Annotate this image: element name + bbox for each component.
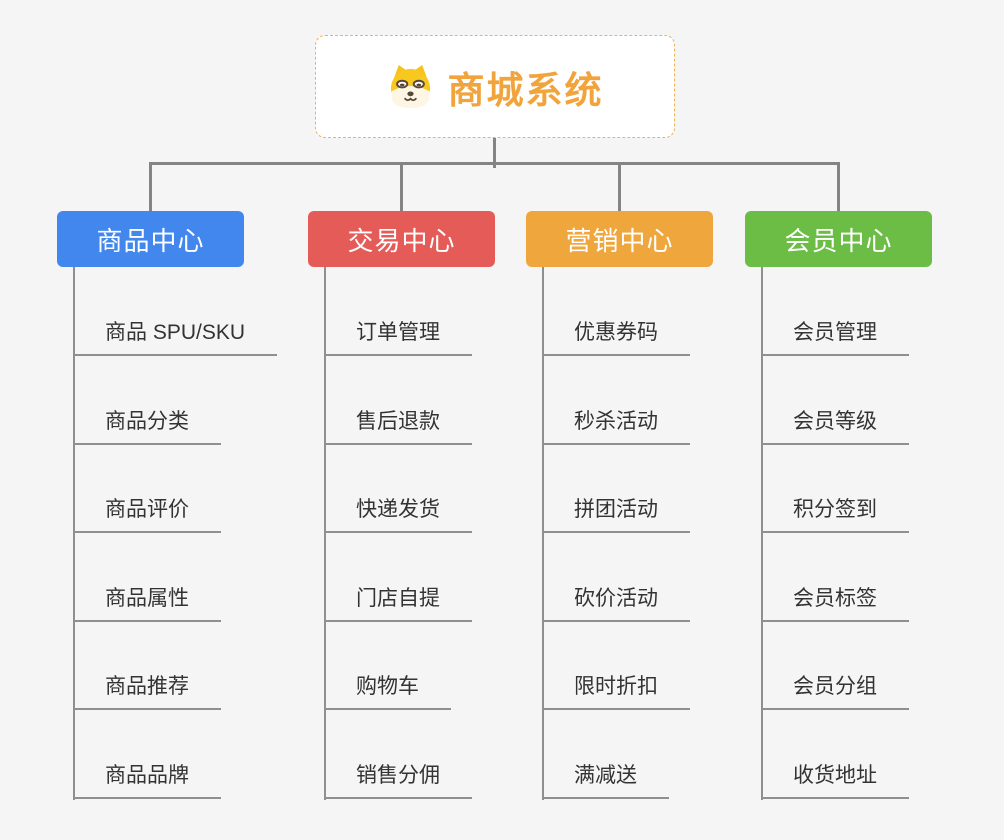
- leaf-topic-store-pickup[interactable]: 门店自提: [324, 584, 472, 622]
- branch-trunk-line: [542, 267, 544, 800]
- leaf-topic-flash-sale[interactable]: 秒杀活动: [542, 407, 690, 445]
- leaf-topic-member-level[interactable]: 会员等级: [761, 407, 909, 445]
- leaf-topic-member-groups[interactable]: 会员分组: [761, 672, 909, 710]
- leaf-topic-shipping-address[interactable]: 收货地址: [761, 761, 909, 799]
- branch-marketing-center: 营销中心 优惠券码 秒杀活动 拼团活动 砍价活动 限时折扣 满减送: [526, 211, 716, 840]
- branch-trunk-line: [761, 267, 763, 800]
- connector-drop-product: [149, 162, 152, 211]
- branch-product-center: 商品中心 商品 SPU/SKU 商品分类 商品评价 商品属性 商品推荐 商品品牌: [57, 211, 278, 840]
- leaf-topic-coupon-code[interactable]: 优惠券码: [542, 318, 690, 356]
- leaf-topic-spend-and-save[interactable]: 满减送: [542, 761, 669, 799]
- connector-drop-member: [837, 162, 840, 211]
- connector-drop-trade: [400, 162, 403, 211]
- branch-header-member-center[interactable]: 会员中心: [745, 211, 932, 267]
- leaf-topic-shopping-cart[interactable]: 购物车: [324, 672, 451, 710]
- leaf-topic-limited-time-discount[interactable]: 限时折扣: [542, 672, 690, 710]
- branch-header-trade-center[interactable]: 交易中心: [308, 211, 495, 267]
- leaf-topic-product-category[interactable]: 商品分类: [73, 407, 221, 445]
- leaf-topic-product-spu-sku[interactable]: 商品 SPU/SKU: [73, 318, 278, 356]
- leaf-topic-express-delivery[interactable]: 快递发货: [324, 495, 472, 533]
- branch-member-center: 会员中心 会员管理 会员等级 积分签到 会员标签 会员分组 收货地址: [745, 211, 935, 840]
- leaf-topic-sales-commission[interactable]: 销售分佣: [324, 761, 472, 799]
- branch-header-marketing-center[interactable]: 营销中心: [526, 211, 713, 267]
- leaf-topic-member-tags[interactable]: 会员标签: [761, 584, 909, 622]
- leaf-topic-order-management[interactable]: 订单管理: [324, 318, 472, 356]
- connector-horizontal-spine: [149, 162, 840, 165]
- leaf-topic-product-review[interactable]: 商品评价: [73, 495, 221, 533]
- root-topic-title: 商城系统: [447, 69, 604, 111]
- branch-trunk-line: [324, 267, 326, 800]
- branch-trade-center: 交易中心 订单管理 售后退款 快递发货 门店自提 购物车 销售分佣: [308, 211, 498, 840]
- leaf-topic-group-buy[interactable]: 拼团活动: [542, 495, 690, 533]
- leaf-topic-product-recommend[interactable]: 商品推荐: [73, 672, 221, 710]
- leaf-topic-points-checkin[interactable]: 积分签到: [761, 495, 909, 533]
- connector-root-stub: [493, 138, 496, 168]
- leaf-topic-member-management[interactable]: 会员管理: [761, 318, 909, 356]
- leaf-topic-after-sale-refund[interactable]: 售后退款: [324, 407, 472, 445]
- branch-trunk-line: [73, 267, 75, 800]
- leaf-topic-product-attribute[interactable]: 商品属性: [73, 584, 221, 622]
- shiba-dog-icon: [390, 64, 430, 109]
- connector-drop-marketing: [618, 162, 621, 211]
- root-topic[interactable]: 商城系统: [315, 35, 675, 138]
- leaf-topic-bargain-activity[interactable]: 砍价活动: [542, 584, 690, 622]
- leaf-topic-product-brand[interactable]: 商品品牌: [73, 761, 221, 799]
- branch-header-product-center[interactable]: 商品中心: [57, 211, 244, 267]
